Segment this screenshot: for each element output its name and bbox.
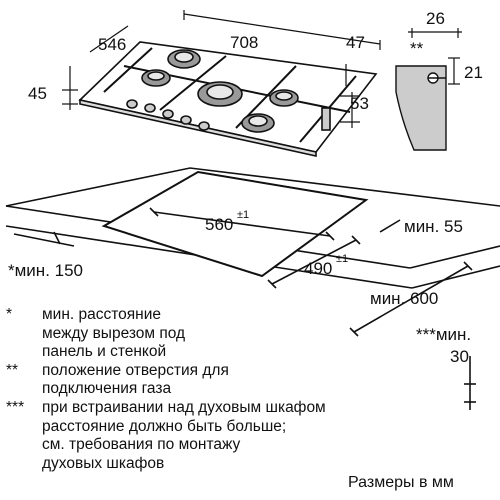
footnote-mark: *	[6, 306, 13, 323]
pipe-marker: **	[410, 39, 424, 58]
gas-connection-detail	[395, 65, 447, 151]
footnote-text: положение отверстия для подключения газа	[42, 361, 229, 398]
footnote: ** положение отверстия для подключения г…	[6, 362, 496, 399]
dim-min-below-label: ***мин.	[416, 325, 471, 344]
dim-min-front: *мин. 150	[8, 261, 83, 280]
dim-side-53: 53	[350, 94, 369, 113]
dim-front-right: 47	[346, 33, 365, 52]
footnote: * мин. расстояние между вырезом под пане…	[6, 306, 496, 362]
hob-drawing	[78, 41, 378, 157]
worktop-drawing	[5, 167, 500, 410]
footnote-mark: **	[6, 361, 19, 379]
footnote-mark: ***	[6, 398, 25, 416]
units-note: Размеры в мм	[348, 474, 454, 491]
dim-depth-top: 546	[98, 35, 126, 54]
dim-min-side: мин. 600	[370, 289, 438, 308]
dim-pipe-21: 21	[464, 63, 483, 82]
hob-dimension-lines	[62, 10, 462, 128]
dim-cutout-depth: 490	[304, 259, 332, 278]
dim-height-left: 45	[28, 84, 47, 103]
footnote-text: при встраивании над духовым шкафом расст…	[42, 398, 326, 472]
footnotes: * мин. расстояние между вырезом под пане…	[6, 306, 496, 473]
footnote-text: мин. расстояние между вырезом под панель…	[42, 306, 186, 361]
dim-min-below-value: 30	[450, 347, 469, 366]
footnote: *** при встраивании над духовым шкафом р…	[6, 399, 496, 473]
dim-pipe-26: 26	[426, 9, 445, 28]
dim-cutout-width: 560	[205, 215, 233, 234]
dim-min-rear: мин. 55	[404, 217, 463, 236]
dim-cutout-width-tol: ±1	[237, 209, 249, 221]
dim-cutout-depth-tol: ±1	[336, 253, 348, 265]
dim-width-top: 708	[230, 33, 258, 52]
